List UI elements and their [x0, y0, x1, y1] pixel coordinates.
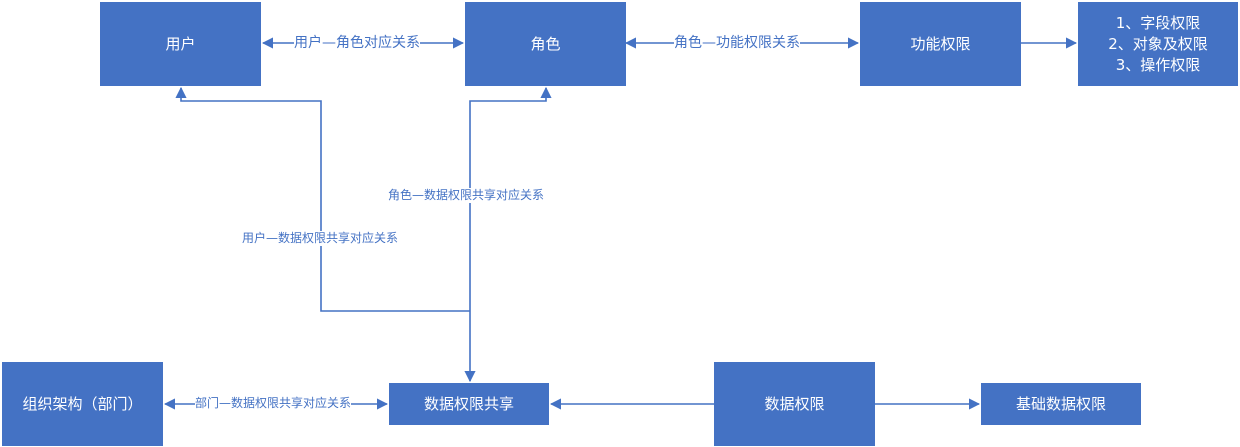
node-basic-data-permission: 基础数据权限: [981, 383, 1141, 425]
permission-type-item: 1、字段权限: [1115, 13, 1201, 32]
permission-type-item: 3、操作权限: [1115, 55, 1201, 74]
node-data-sharing-label: 数据权限共享: [423, 394, 514, 413]
node-role: 角色: [465, 2, 626, 86]
edge-label-user-role: 用户—角色对应关系: [294, 34, 420, 52]
node-function-permission-label: 功能权限: [910, 34, 971, 53]
node-function-permission: 功能权限: [860, 2, 1021, 86]
node-data-sharing: 数据权限共享: [389, 383, 549, 425]
node-basic-data-permission-label: 基础数据权限: [1015, 394, 1106, 413]
node-data-permission-label: 数据权限: [764, 394, 825, 413]
edge-label-role-data-sharing: 角色—数据权限共享对应关系: [388, 188, 545, 203]
node-user: 用户: [100, 2, 261, 86]
node-organization-label: 组织架构（部门）: [22, 394, 143, 413]
edge-label-role-function: 角色—功能权限关系: [674, 34, 800, 52]
edge-label-org-data-sharing: 部门—数据权限共享对应关系: [195, 396, 352, 411]
edge-role-sharing: [464, 86, 552, 383]
node-data-permission: 数据权限: [714, 362, 875, 446]
node-user-label: 用户: [165, 34, 196, 53]
edge-sharing-user: [175, 86, 470, 312]
edge-label-user-data-sharing: 用户—数据权限共享对应关系: [242, 231, 399, 246]
node-role-label: 角色: [530, 34, 561, 53]
node-permission-types: 1、字段权限 2、对象及权限 3、操作权限: [1078, 2, 1238, 86]
node-organization: 组织架构（部门）: [2, 362, 163, 446]
permission-type-item: 2、对象及权限: [1108, 34, 1208, 53]
